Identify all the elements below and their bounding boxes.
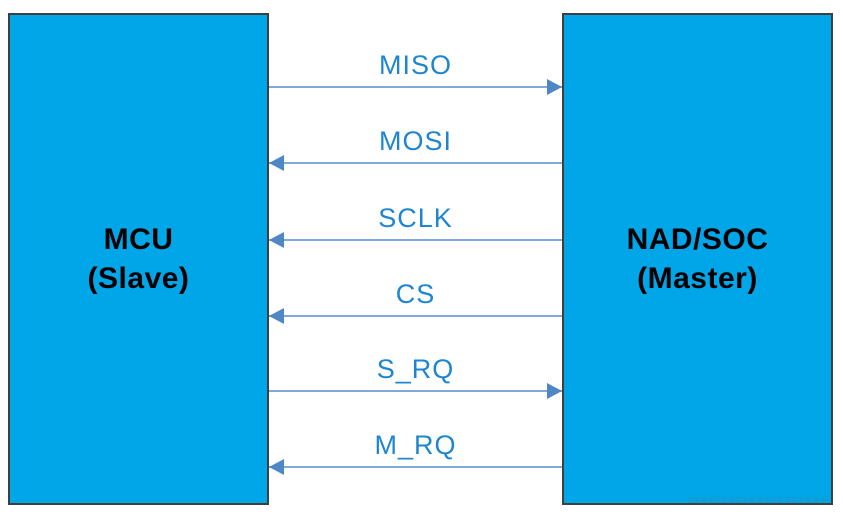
mcu-block-role: (Slave) — [87, 262, 190, 295]
signal-label-miso: MISO — [378, 50, 452, 80]
mcu-block-title: MCU — [103, 223, 174, 256]
arrow-right-icon — [547, 79, 562, 95]
signal-label-mosi: MOSI — [378, 126, 452, 156]
arrow-left-icon — [269, 459, 284, 475]
nad-soc-block-label: NAD/SOC (Master) — [627, 220, 769, 298]
arrow-right-icon — [547, 383, 562, 399]
arrow-left-icon — [269, 308, 284, 324]
arrow-line — [269, 315, 562, 317]
arrow-line — [269, 162, 562, 164]
mcu-slave-block: MCU (Slave) — [8, 13, 269, 505]
arrow-line — [269, 390, 562, 392]
watermark-smudge — [688, 497, 829, 503]
nad-soc-block-title: NAD/SOC — [626, 223, 769, 256]
arrow-line — [269, 466, 562, 468]
mcu-block-label: MCU (Slave) — [88, 220, 190, 298]
nad-soc-master-block: NAD/SOC (Master) — [562, 13, 833, 505]
signal-label-cs: CS — [395, 279, 436, 309]
arrow-line — [269, 86, 562, 88]
signal-label-m-rq: M_RQ — [374, 430, 457, 460]
nad-soc-block-role: (Master) — [637, 262, 758, 295]
signal-label-sclk: SCLK — [378, 203, 453, 233]
arrow-left-icon — [269, 232, 284, 248]
signal-label-s-rq: S_RQ — [376, 354, 455, 384]
arrow-line — [269, 239, 562, 241]
arrow-left-icon — [269, 155, 284, 171]
